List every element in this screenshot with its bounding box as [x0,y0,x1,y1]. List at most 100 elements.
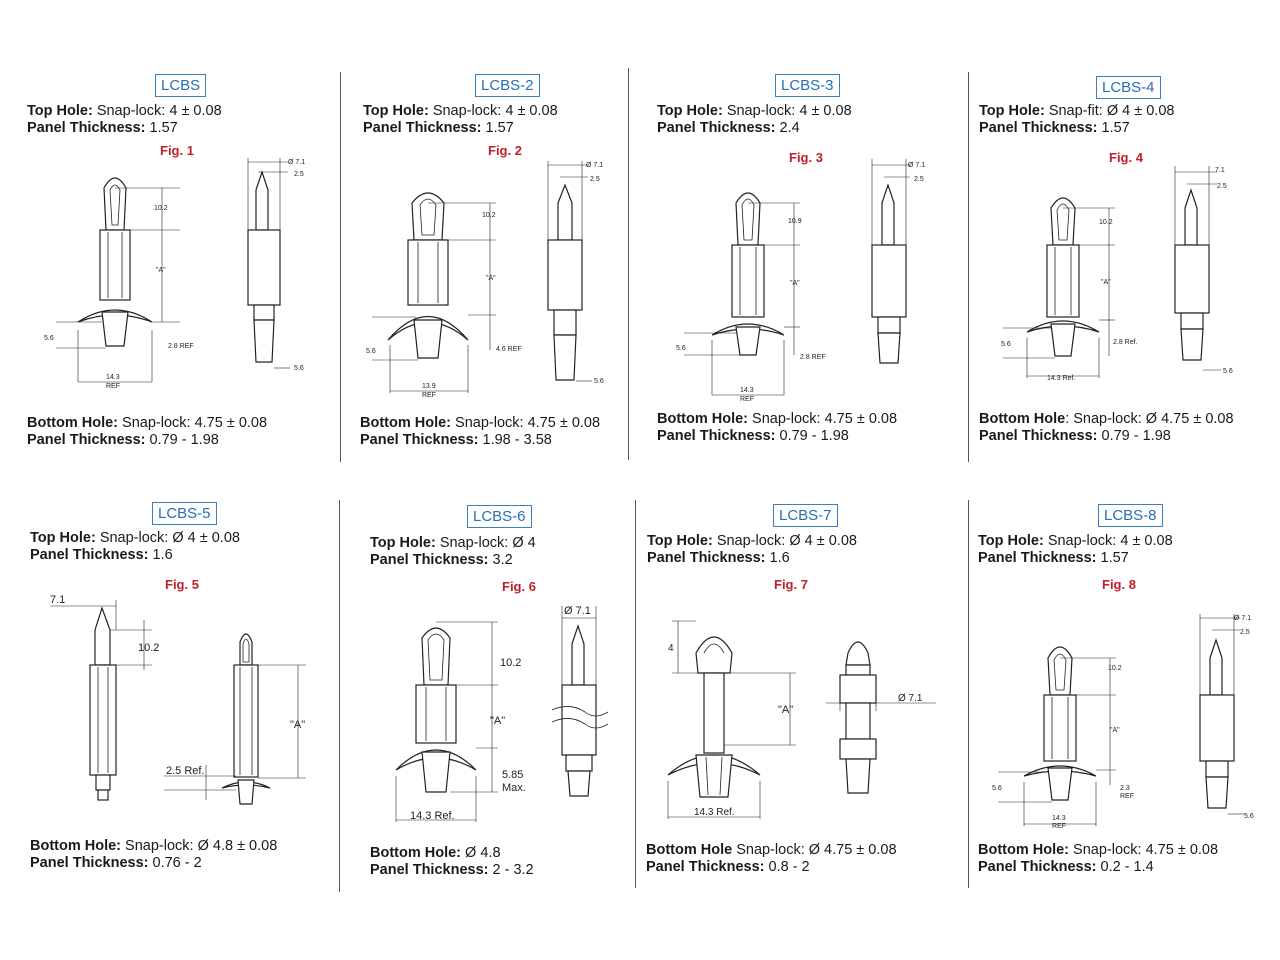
spacer-drawing: 10.2 "A" 5.6 4.6 REF 13.9 REF Ø 7.1 2.5 … [366,161,604,399]
dim-span-ref-label: REF [422,392,436,399]
front-view: 4 "A" 14.3 Ref. [667,620,796,819]
dim-height-label: 10.2 [1108,665,1122,672]
dim-span-label: 14.3 [740,387,754,394]
top-hole-spec: Top Hole: Snap-lock: Ø 4 ± 0.08 [647,533,857,549]
side-view: Ø 7.1 [826,641,936,794]
front-view: 10.2 "A" 5.6 2.8 Ref. 14.3 Ref. [1001,197,1138,382]
dim-height-label: 10.9 [788,218,802,225]
dim-span-label: 13.9 [422,383,436,390]
dim-flange-label: 5.6 [366,348,376,355]
bottom-hole-spec: Bottom Hole: Snap-lock: Ø 4.8 ± 0.08 [30,838,278,854]
divider [340,72,341,462]
part-id-badge: LCBS-6 [467,505,532,528]
spacer-drawing: 10.2 "A" 5.85 Max. 14.3 Ref. Ø 7.1 [395,605,609,822]
bottom-panel-thickness: Panel Thickness: 0.79 - 1.98 [657,428,849,444]
dim-max-label: Max. [502,782,526,794]
dim-height-label: 10.2 [482,212,496,219]
part-id-badge: LCBS-7 [773,504,838,527]
figure-label: Fig. 3 [789,150,823,165]
dim-span-label: 14.3 [1052,815,1066,822]
dim-flange-label: 5.6 [44,335,54,342]
front-view: 10.2 "A" 5.6 4.6 REF 13.9 REF [366,192,522,399]
dim-tip-label: 5.6 [1244,813,1254,820]
dim-width-label: 2.5 [590,176,600,183]
bottom-panel-thickness: Panel Thickness: 0.79 - 1.98 [979,428,1171,444]
top-panel-thickness: Panel Thickness: 1.57 [27,120,178,136]
dim-a-label: "A" [1110,727,1120,734]
dim-tip-label: 5.6 [594,378,604,385]
spacer-drawing: 4 "A" 14.3 Ref. Ø 7.1 [667,620,936,819]
side-view: 7.1 2.5 5.6 [1174,166,1233,375]
dim-ref-label: 2.8 Ref. [1113,339,1138,346]
part-id-badge: LCBS-3 [775,74,840,97]
front-view: "A" 2.5 Ref. [164,633,306,805]
top-panel-thickness: Panel Thickness: 1.57 [978,550,1129,566]
dim-diameter-label: Ø 7.1 [564,605,591,617]
bottom-hole-spec: Bottom Hole: Snap-lock: Ø 4.75 ± 0.08 [979,411,1234,427]
divider [968,500,969,888]
part-id-badge: LCBS [155,74,207,97]
dim-flange-label: 5.85 [502,769,523,781]
bottom-panel-thickness: Panel Thickness: 0.79 - 1.98 [27,432,219,448]
dim-flange-label: 5.6 [676,345,686,352]
top-hole-spec: Top Hole: Snap-lock: 4 ± 0.08 [27,103,222,119]
dim-width-label: 2.5 [294,171,304,178]
top-hole-spec: Top Hole: Snap-lock: Ø 4 ± 0.08 [30,530,240,546]
dim-diameter-label: Ø 7.1 [908,162,925,169]
bottom-panel-thickness: Panel Thickness: 1.98 - 3.58 [360,432,552,448]
front-view: 10.2 "A" 5.6 2.3 REF 14.3 REF [992,646,1134,830]
figure-label: Fig. 2 [488,143,522,158]
front-view: 10.9 "A" 5.6 2.8 REF 14.3 REF [676,192,826,403]
bottom-panel-thickness: Panel Thickness: 0.2 - 1.4 [978,859,1154,875]
figure-label: Fig. 4 [1109,150,1143,165]
dim-tip-label: 5.6 [294,365,304,372]
dim-diameter-label: Ø 7.1 [586,162,603,169]
part-id-badge: LCBS-4 [1096,76,1161,99]
top-panel-thickness: Panel Thickness: 1.57 [363,120,514,136]
spacer-drawing: 10.9 "A" 5.6 2.8 REF 14.3 REF Ø 7.1 2.5 [676,159,925,403]
dim-tip-label: 5.6 [1223,368,1233,375]
dim-diameter-label: 7.1 [1215,167,1225,174]
bottom-hole-spec: Bottom Hole: Snap-lock: 4.75 ± 0.08 [27,415,268,431]
dim-height-label: 10.2 [154,205,168,212]
side-view: Ø 7.1 [551,605,609,797]
top-hole-spec: Top Hole: Snap-lock: 4 ± 0.08 [657,103,852,119]
bottom-panel-thickness: Panel Thickness: 0.8 - 2 [646,859,810,875]
side-view: Ø 7.1 2.5 5.6 [247,158,305,372]
dim-flange-label: 5.6 [992,785,1002,792]
spacer-drawing: 7.1 10.2 "A" 2.5 Ref. [50,594,306,805]
dim-width-label: 2.5 [914,176,924,183]
top-panel-thickness: Panel Thickness: 1.57 [979,120,1130,136]
side-view: 7.1 10.2 [50,594,159,801]
dim-span-ref-label: REF [106,383,120,390]
dim-height-label: 10.2 [1099,219,1113,226]
dim-ref-label: 2.3 [1120,785,1130,792]
dim-a-label: "A" [1101,279,1111,286]
top-hole-spec: Top Hole: Snap-fit: Ø 4 ± 0.08 [979,103,1175,119]
front-view: 10.2 "A" 5.85 Max. 14.3 Ref. [395,621,526,822]
part-id-badge: LCBS-5 [152,502,217,525]
divider [968,72,969,462]
dim-span-ref-label: REF [1052,823,1066,830]
dim-width-label: 2.5 [1240,629,1250,636]
figure-label: Fig. 1 [160,143,194,158]
dim-a-label: "A" [790,280,800,287]
dim-diameter-label: 7.1 [50,594,65,606]
part-id-badge: LCBS-2 [475,74,540,97]
bottom-hole-spec: Bottom Hole Snap-lock: Ø 4.75 ± 0.08 [646,842,897,858]
divider [635,500,636,888]
bottom-hole-spec: Bottom Hole: Snap-lock: 4.75 ± 0.08 [360,415,601,431]
dim-a-label: "A" [778,704,793,716]
dim-height-label: 10.2 [500,657,521,669]
spacer-drawing: 10.2 "A" 5.6 2.3 REF 14.3 REF Ø 7.1 2.5 … [992,614,1254,830]
figure-label: Fig. 7 [774,577,808,592]
dim-span-label: 14.3 Ref. [1047,375,1075,382]
figure-label: Fig. 6 [502,579,536,594]
dim-height-label: 4 [668,643,674,654]
dim-ref-label: 4.6 REF [496,346,522,353]
top-panel-thickness: Panel Thickness: 3.2 [370,552,513,568]
bottom-hole-spec: Bottom Hole: Snap-lock: 4.75 ± 0.08 [978,842,1219,858]
bottom-panel-thickness: Panel Thickness: 0.76 - 2 [30,855,202,871]
dim-a-label: "A" [490,715,505,727]
dim-span-label: 14.3 [106,374,120,381]
